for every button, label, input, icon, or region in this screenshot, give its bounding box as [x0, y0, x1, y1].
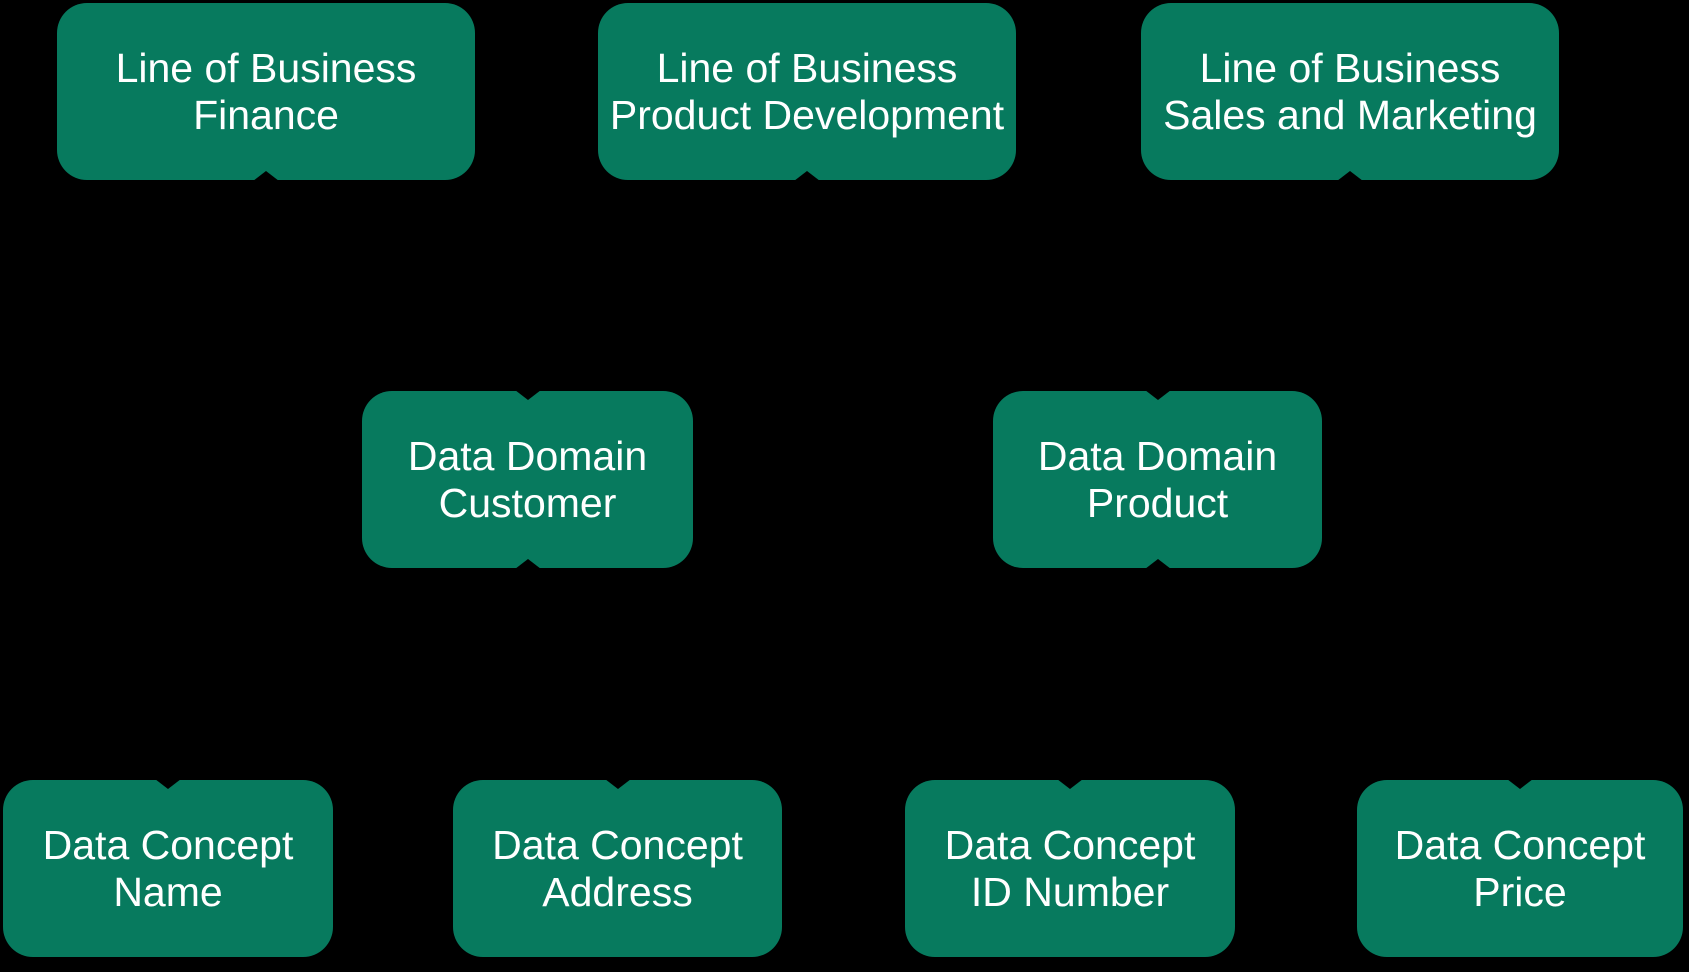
connector-arrowhead-icon — [155, 779, 181, 789]
node-label-line: Line of Business — [656, 44, 958, 91]
node-label-line: Product — [1086, 479, 1229, 526]
node-label-line: Customer — [438, 479, 617, 526]
node-lob-sales-and-marketing: Line of Business Sales and Marketing — [1141, 3, 1559, 181]
connector-arrowhead-icon — [604, 779, 631, 789]
connector-arrowhead-icon — [253, 171, 279, 181]
connector-arrowhead-icon — [794, 171, 820, 181]
connector-arrowhead-icon — [1337, 171, 1363, 181]
node-data-domain-customer: Data Domain Customer — [362, 390, 693, 569]
node-label-line: Product Development — [609, 91, 1005, 138]
node-data-concept-name: Data Concept Name — [3, 779, 333, 957]
node-lob-product-development: Line of Business Product Development — [598, 3, 1016, 181]
node-label-line: Address — [542, 868, 693, 915]
node-data-concept-address: Data Concept Address — [453, 779, 782, 957]
node-label-line: Line of Business — [1199, 44, 1501, 91]
node-label-line: Sales and Marketing — [1163, 91, 1537, 138]
node-label-line: Data Domain — [1037, 432, 1278, 479]
connector-arrowhead-icon — [1507, 779, 1533, 789]
node-data-domain-product: Data Domain Product — [993, 390, 1322, 569]
node-data-concept-id-number: Data Concept ID Number — [905, 779, 1235, 957]
node-label-line: Data Concept — [42, 821, 294, 868]
node-data-concept-price: Data Concept Price — [1357, 779, 1683, 957]
connector-arrowhead-icon — [1144, 559, 1171, 569]
connector-arrowhead-icon — [514, 390, 541, 400]
connector-arrowhead-icon — [1144, 390, 1171, 400]
connector-arrowhead-icon — [1057, 779, 1083, 789]
node-label-line: Finance — [193, 91, 339, 138]
node-label-line: Name — [113, 868, 223, 915]
node-label-line: Price — [1473, 868, 1567, 915]
node-lob-finance: Line of Business Finance — [57, 3, 475, 181]
node-label-line: Data Concept — [1394, 821, 1646, 868]
connector-arrowhead-icon — [514, 559, 541, 569]
node-label-line: Data Concept — [492, 821, 743, 868]
node-label-line: Data Concept — [944, 821, 1196, 868]
node-label-line: Data Domain — [407, 432, 648, 479]
node-label-line: ID Number — [970, 868, 1170, 915]
node-label-line: Line of Business — [115, 44, 417, 91]
